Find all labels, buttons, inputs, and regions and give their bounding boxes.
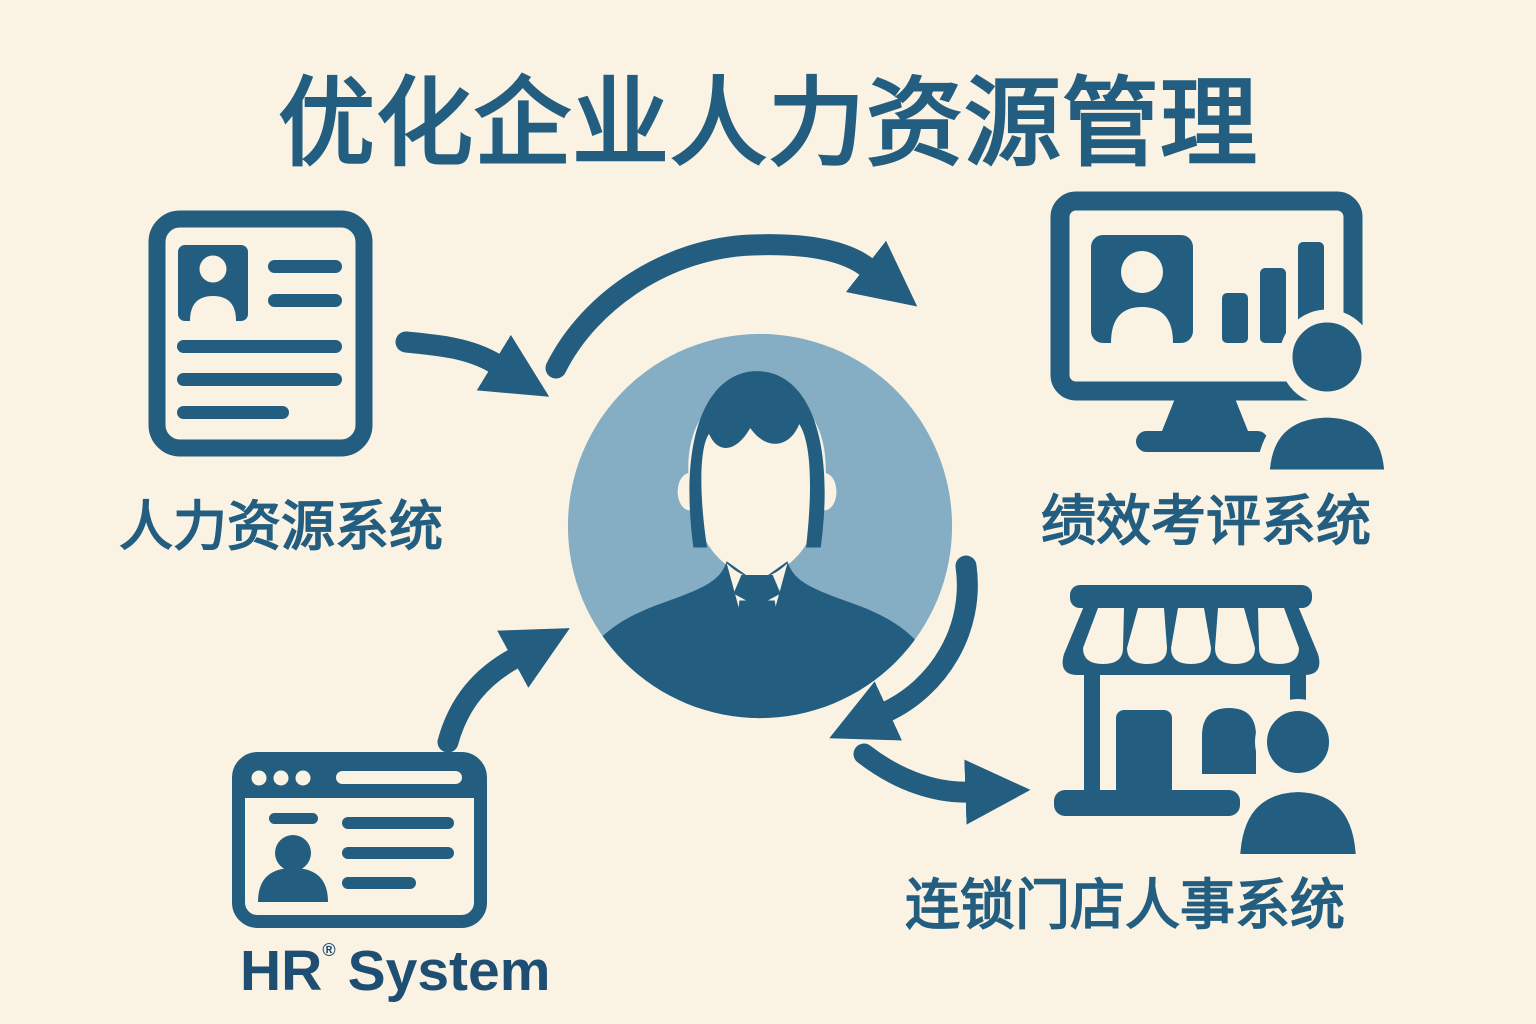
logo-system-text: System xyxy=(348,939,551,1003)
address-bar xyxy=(336,771,462,784)
businessman-silhouette xyxy=(567,371,949,719)
user-avatar xyxy=(275,835,311,871)
arrow-center-to-store xyxy=(853,743,1031,825)
store-body xyxy=(1054,673,1306,816)
screen-profile-card xyxy=(1091,235,1193,343)
profile-photo xyxy=(178,245,248,321)
browser-controls xyxy=(251,770,462,786)
person-icon xyxy=(1227,699,1369,866)
logo-system-word: System xyxy=(347,939,551,1003)
arrow-resume-to-center xyxy=(395,331,550,397)
store-window xyxy=(1202,708,1256,774)
label-performance-system: 绩效考评系统 xyxy=(1041,490,1372,552)
arrow-browser-to-center xyxy=(437,628,570,753)
arrow-center-cycle-top xyxy=(545,234,918,379)
browser-profile-icon xyxy=(232,752,487,928)
arrow-performance-to-center xyxy=(829,555,978,741)
label-hr-resume-system: 人力资源系统 xyxy=(119,497,443,557)
window-dot-icon xyxy=(273,770,289,786)
text-lines xyxy=(177,260,342,419)
businessman-avatar-icon xyxy=(567,333,953,719)
window-dot-icon xyxy=(295,770,311,786)
logo-registered-mark: ® xyxy=(322,940,336,960)
store-base xyxy=(1054,790,1240,816)
logo-hr-system: HR® System xyxy=(240,938,550,1004)
storefront-user-icon xyxy=(1054,585,1369,866)
label-chain-store-system: 连锁门店人事系统 xyxy=(905,874,1346,936)
hair xyxy=(689,371,825,548)
resume-document-icon xyxy=(148,210,373,457)
document-border xyxy=(148,210,373,457)
tie xyxy=(731,575,788,719)
window-dot-icon xyxy=(251,770,267,786)
monitor-stand xyxy=(1136,391,1268,452)
person-icon xyxy=(1256,309,1398,483)
monitor-analytics-user-icon xyxy=(1050,191,1398,483)
store-door xyxy=(1116,710,1172,796)
awning xyxy=(1062,585,1320,675)
page-title: 优化企业人力资源管理 xyxy=(278,69,1258,178)
profile-content xyxy=(258,813,454,902)
logo-hr-text: HR xyxy=(240,939,323,1003)
browser-border xyxy=(232,752,487,928)
